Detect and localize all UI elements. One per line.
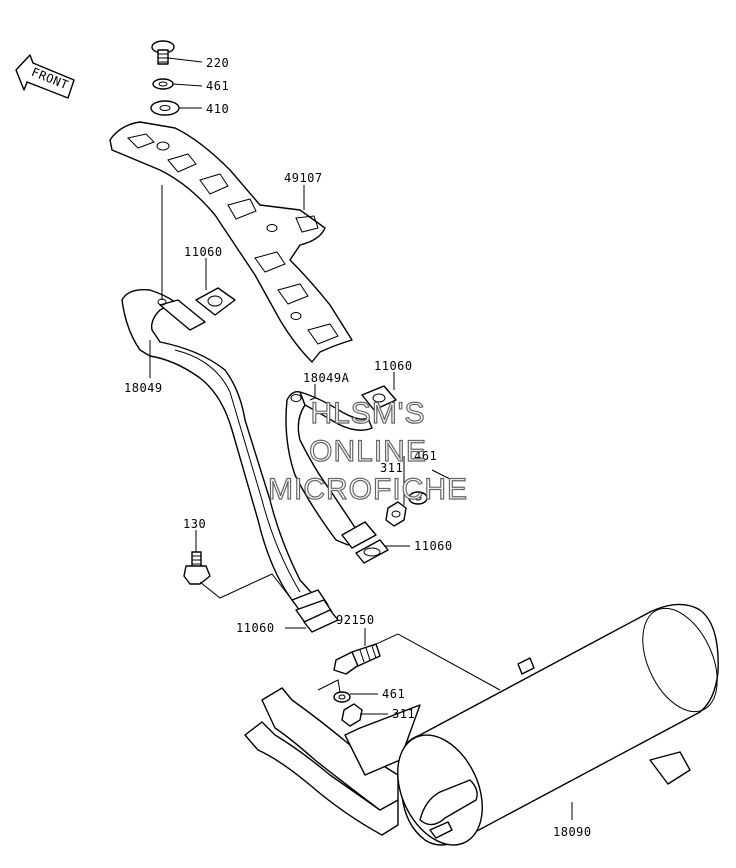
callout-220: 220 (206, 56, 229, 70)
watermark-line-2: ONLINE (309, 435, 427, 468)
bolt-130-icon (183, 551, 211, 585)
gasket-11060-icon (195, 287, 236, 316)
callout-labels: 220 461 410 49107 11060 18049 18049A 110… (124, 56, 592, 839)
bolt-92150-icon (333, 643, 381, 675)
callout-49107: 49107 (284, 171, 323, 185)
nut-311-lower-icon (341, 703, 363, 727)
callout-130: 130 (183, 517, 206, 531)
lock-washer-461-icon (152, 78, 174, 90)
callout-92150: 92150 (336, 613, 375, 627)
washer-410-icon (150, 100, 180, 116)
exhaust-pipe-18049-icon (121, 185, 333, 625)
lock-washer-461-mid-icon (408, 491, 428, 505)
gasket-11060-lower-right-icon (355, 539, 389, 564)
callout-461-mid: 461 (414, 449, 437, 463)
watermark-line-3: MICROFICHE (268, 473, 468, 506)
watermark: HLSM'S ONLINE MICROFICHE (267, 396, 468, 506)
watermark-line-1: HLSM'S (310, 397, 425, 430)
leader-lines (149, 57, 573, 820)
muffler-18090-icon (244, 603, 719, 846)
callout-11060-upper-right: 11060 (374, 359, 413, 373)
screw-220-icon (151, 40, 175, 65)
lock-washer-461-lower-icon (333, 691, 351, 703)
exhaust-pipe-18049A-icon (285, 390, 377, 549)
callout-461-lower: 461 (382, 687, 405, 701)
callout-461-top: 461 (206, 79, 229, 93)
callout-311-mid: 311 (380, 461, 403, 475)
nut-311-icon (385, 501, 407, 527)
callout-11060-lower-right: 11060 (414, 539, 453, 553)
callout-410: 410 (206, 102, 229, 116)
gasket-11060-bottom-icon (303, 609, 339, 633)
callout-11060-bottom: 11060 (236, 621, 275, 635)
front-arrow-icon: FRONT (15, 54, 75, 99)
callout-18049A: 18049A (303, 371, 350, 385)
callout-18090: 18090 (553, 825, 592, 839)
heat-guard-49107-icon (109, 121, 353, 363)
gasket-11060-upper-right-icon (361, 385, 397, 411)
callout-11060-top: 11060 (184, 245, 223, 259)
callout-311-lower: 311 (392, 707, 415, 721)
callout-18049: 18049 (124, 381, 163, 395)
